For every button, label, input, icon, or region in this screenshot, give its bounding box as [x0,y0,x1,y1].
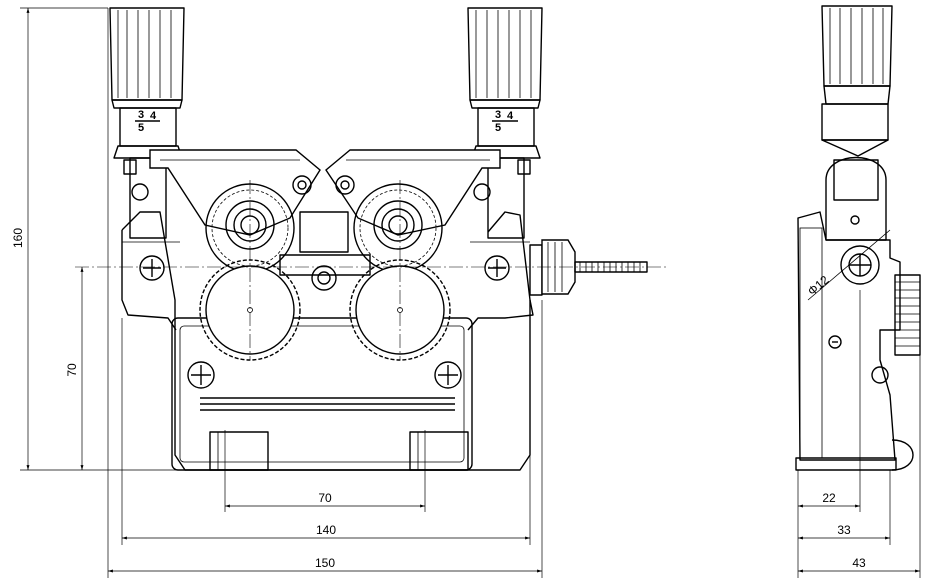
diameter-leader [807,229,891,301]
screw-heads [139,255,510,389]
dim-width-base: 140 [316,523,336,537]
front-view: 3 5 4 3 5 4 [11,7,668,578]
dim-diameter: Φ12 [805,273,832,299]
dim-side-33: 33 [837,523,851,537]
wire-guide [279,211,371,291]
pressure-arms [131,149,501,236]
gauge-top-right: 3 [495,109,501,121]
dim-side-22: 22 [822,491,836,505]
dim-height-axis: 70 [65,363,79,377]
gauge-bottom-left: 5 [138,122,144,134]
front-dimensions: 160 70 70 140 150 [11,7,543,578]
gauge-top-left: 3 [138,109,144,121]
dim-width-total: 150 [315,556,335,570]
tension-knob-left: 3 5 4 [109,7,185,239]
gauge-right-left: 4 [150,110,157,122]
dim-roller-spacing: 70 [318,491,332,505]
side-dimensions: 22 33 43 [797,290,921,578]
tension-knob-right: 3 5 4 [467,7,543,239]
housing [121,211,534,471]
dim-side-43: 43 [852,556,866,570]
gauge-bottom-right: 5 [495,122,501,134]
inlet-knob [529,239,648,296]
gauge-right-right: 4 [507,110,514,122]
dim-height-total: 160 [11,228,25,248]
side-view: Φ12 22 33 43 [795,5,921,578]
drive-roller-left [199,259,301,361]
